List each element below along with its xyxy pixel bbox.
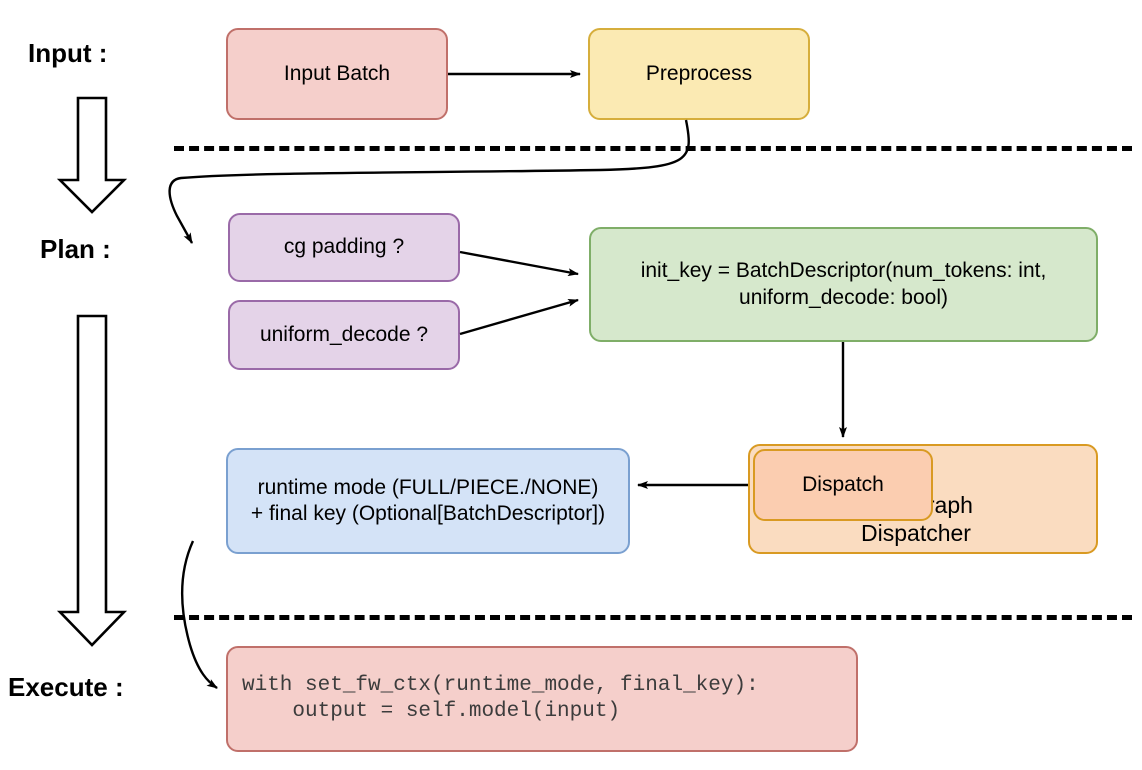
section-divider-input-plan bbox=[174, 146, 1132, 151]
connector-uniform-decode-to-init-key bbox=[459, 298, 579, 336]
node-uniform-decode[interactable]: uniform_decode ? bbox=[228, 300, 460, 370]
node-init-key[interactable]: init_key = BatchDescriptor(num_tokens: i… bbox=[589, 227, 1098, 342]
stage-arrow-input-to-plan bbox=[56, 96, 128, 214]
node-dispatch[interactable]: Dispatch bbox=[753, 449, 933, 521]
stage-label-execute: Execute : bbox=[8, 672, 124, 702]
node-input-batch[interactable]: Input Batch bbox=[226, 28, 448, 120]
node-preprocess[interactable]: Preprocess bbox=[588, 28, 810, 120]
stage-label-plan: Plan : bbox=[40, 234, 111, 264]
connector-cg-padding-to-init-key bbox=[459, 250, 579, 277]
stage-arrow-plan-to-execute bbox=[56, 314, 128, 647]
section-divider-plan-execute bbox=[174, 615, 1132, 620]
node-cg-padding[interactable]: cg padding ? bbox=[228, 213, 460, 282]
stage-label-input: Input : bbox=[28, 38, 108, 68]
node-execute-code[interactable]: with set_fw_ctx(runtime_mode, final_key)… bbox=[226, 646, 858, 752]
node-runtime-mode[interactable]: runtime mode (FULL/PIECE./NONE)+ final k… bbox=[226, 448, 630, 554]
